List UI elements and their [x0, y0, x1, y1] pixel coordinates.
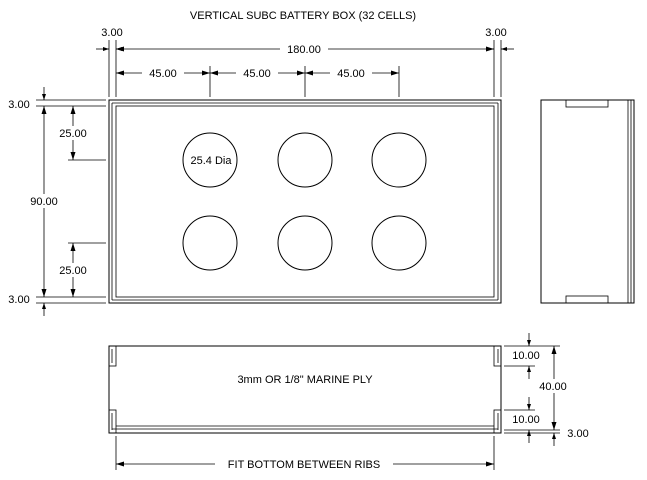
- hole-diameter-label: 25.4 Dia: [191, 155, 233, 167]
- dim-overall-width: 90.00: [30, 196, 58, 208]
- dim-top-offset: 25.00: [59, 128, 87, 140]
- side-view-outline: [540, 99, 635, 304]
- hole-1: [182, 132, 238, 188]
- box-outline: [108, 99, 502, 304]
- hole-6: [371, 215, 427, 271]
- dim-spacing-2: 45.00: [243, 68, 271, 80]
- hole-4: [182, 215, 238, 271]
- hole-2: [277, 132, 333, 188]
- dim-bottom-wall: 3.00: [8, 294, 29, 306]
- top-view: 25.4 Dia 3.00 180.00: [8, 27, 514, 316]
- side-view: [540, 99, 635, 304]
- dim-overall-length: 180.00: [287, 44, 321, 56]
- dim-height: 40.00: [539, 381, 567, 393]
- hole-5: [277, 215, 333, 271]
- material-note: 3mm OR 1/8" MARINE PLY: [237, 374, 373, 386]
- dim-spacing-1: 45.00: [149, 68, 177, 80]
- dim-left-wall: 3.00: [101, 27, 122, 39]
- drawing-title: VERTICAL SUBC BATTERY BOX (32 CELLS): [190, 10, 416, 22]
- front-view: 3mm OR 1/8" MARINE PLY 10.00 10.00 40.00…: [108, 333, 589, 471]
- horizontal-dimensions: 3.00 180.00 3.00 45.00 45.00: [96, 27, 514, 97]
- dim-spacing-3: 45.00: [337, 68, 365, 80]
- dim-bottom-strip: 10.00: [512, 414, 540, 426]
- vertical-dimensions: 3.00 90.00 3.00 25.00 25.00: [8, 87, 106, 316]
- bottom-note: FIT BOTTOM BETWEEN RIBS: [228, 459, 380, 471]
- dim-right-wall: 3.00: [485, 27, 506, 39]
- front-view-outline: [108, 345, 502, 434]
- dim-bottom-offset: 25.00: [59, 265, 87, 277]
- dim-bottom-thickness: 3.00: [567, 428, 588, 440]
- dim-top-strip: 10.00: [512, 350, 540, 362]
- dim-top-wall: 3.00: [8, 99, 29, 111]
- hole-3: [371, 132, 427, 188]
- box-inner-wall: [115, 105, 495, 298]
